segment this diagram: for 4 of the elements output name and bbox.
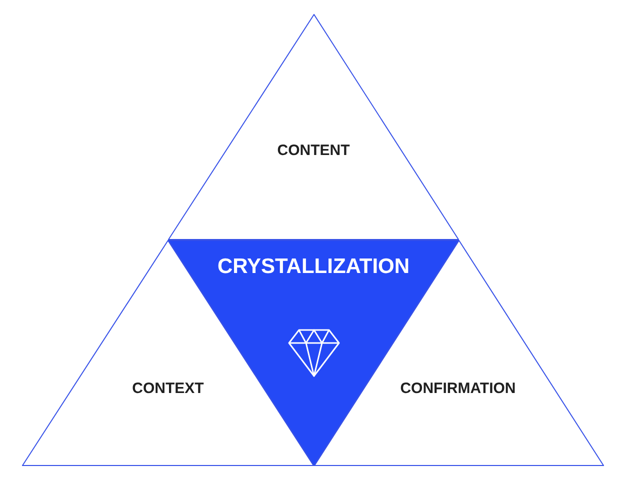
- node-label: CONTENT: [276, 142, 351, 161]
- node-label: CONFIRMATION: [399, 380, 517, 399]
- node-label: CRYSTALLIZATION: [216, 254, 411, 280]
- node-label: CONTEXT: [131, 380, 205, 399]
